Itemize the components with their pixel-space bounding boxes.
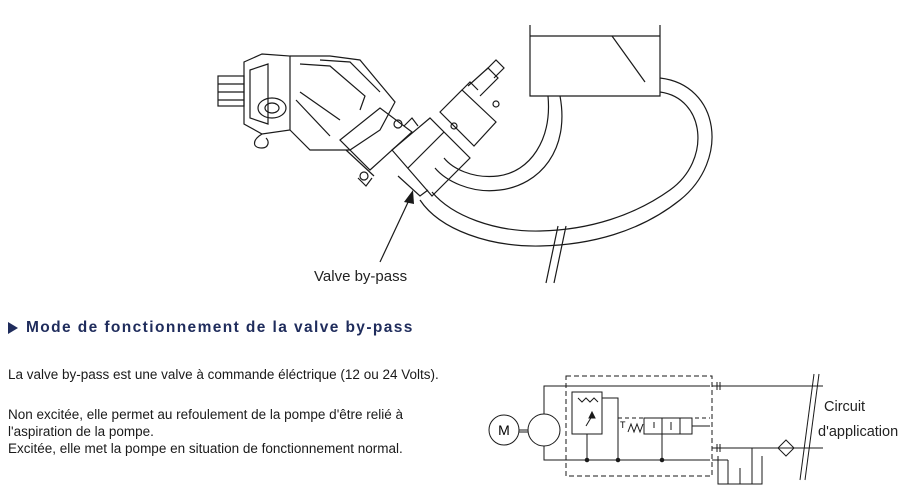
section-heading-text: Mode de fonctionnement de la valve by-pa… xyxy=(26,319,414,336)
paragraph-line: Excitée, elle met la pompe en situation … xyxy=(8,441,403,456)
tank-box xyxy=(529,25,661,97)
circuit-label-line1: Circuit xyxy=(824,399,866,415)
paragraph-intro: La valve by-pass est une valve à command… xyxy=(8,367,439,382)
section-heading: Mode de fonctionnement de la valve by-pa… xyxy=(8,319,414,337)
motor-label: M xyxy=(498,422,510,438)
hose-break xyxy=(545,225,567,284)
valve-block xyxy=(391,59,505,197)
mounting-block xyxy=(339,107,419,187)
hydraulic-schematic: M T xyxy=(488,373,823,485)
paragraph-states: Non excitée, elle permet au refoulement … xyxy=(8,406,448,457)
triangle-bullet-icon xyxy=(8,322,18,334)
tank-port-label: T xyxy=(620,420,626,430)
pump-symbol xyxy=(527,413,561,447)
pump-valve-drawing xyxy=(217,25,713,284)
caption-leader xyxy=(379,190,414,263)
hose-outer xyxy=(419,77,713,247)
figure-caption: Valve by-pass xyxy=(314,268,408,285)
filter-symbol xyxy=(777,439,795,457)
pump-body xyxy=(217,53,396,151)
circuit-label-line2: d'application xyxy=(818,424,899,440)
paragraph-line: Non excitée, elle permet au refoulement … xyxy=(8,407,404,422)
valve-enclosure xyxy=(565,375,713,477)
solenoid-valve xyxy=(643,417,663,435)
hose-inner xyxy=(434,95,563,192)
paragraph-line: l'aspiration de la pompe. xyxy=(8,424,154,439)
